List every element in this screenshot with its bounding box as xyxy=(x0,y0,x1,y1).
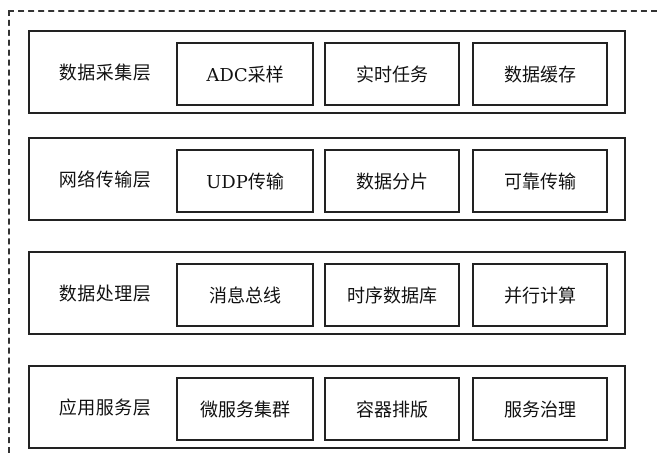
layer-application-service: 应用服务层 微服务集群 容器排版 服务治理 xyxy=(28,365,626,449)
module-box[interactable]: 并行计算 xyxy=(472,263,608,327)
module-box[interactable]: 容器排版 xyxy=(324,377,460,441)
module-box[interactable]: 数据分片 xyxy=(324,149,460,213)
layer-title: 数据处理层 xyxy=(58,284,152,305)
module-box[interactable]: 实时任务 xyxy=(324,42,460,106)
module-box[interactable]: 数据缓存 xyxy=(472,42,608,106)
module-box[interactable]: 服务治理 xyxy=(472,377,608,441)
layer-network-transport: 网络传输层 UDP传输 数据分片 可靠传输 xyxy=(28,137,626,221)
dashed-boundary-top xyxy=(8,10,657,12)
module-box[interactable]: 微服务集群 xyxy=(176,377,314,441)
layer-data-acquisition: 数据采集层 ADC采样 实时任务 数据缓存 xyxy=(28,30,626,114)
module-box[interactable]: 消息总线 xyxy=(176,263,314,327)
module-box[interactable]: 可靠传输 xyxy=(472,149,608,213)
layer-title: 网络传输层 xyxy=(58,170,152,191)
dashed-boundary-left xyxy=(8,10,10,453)
layer-title: 数据采集层 xyxy=(58,63,152,84)
module-box[interactable]: ADC采样 xyxy=(176,42,314,106)
layer-title: 应用服务层 xyxy=(58,398,152,419)
layer-data-processing: 数据处理层 消息总线 时序数据库 并行计算 xyxy=(28,251,626,335)
module-box[interactable]: 时序数据库 xyxy=(324,263,460,327)
module-box[interactable]: UDP传输 xyxy=(176,149,314,213)
